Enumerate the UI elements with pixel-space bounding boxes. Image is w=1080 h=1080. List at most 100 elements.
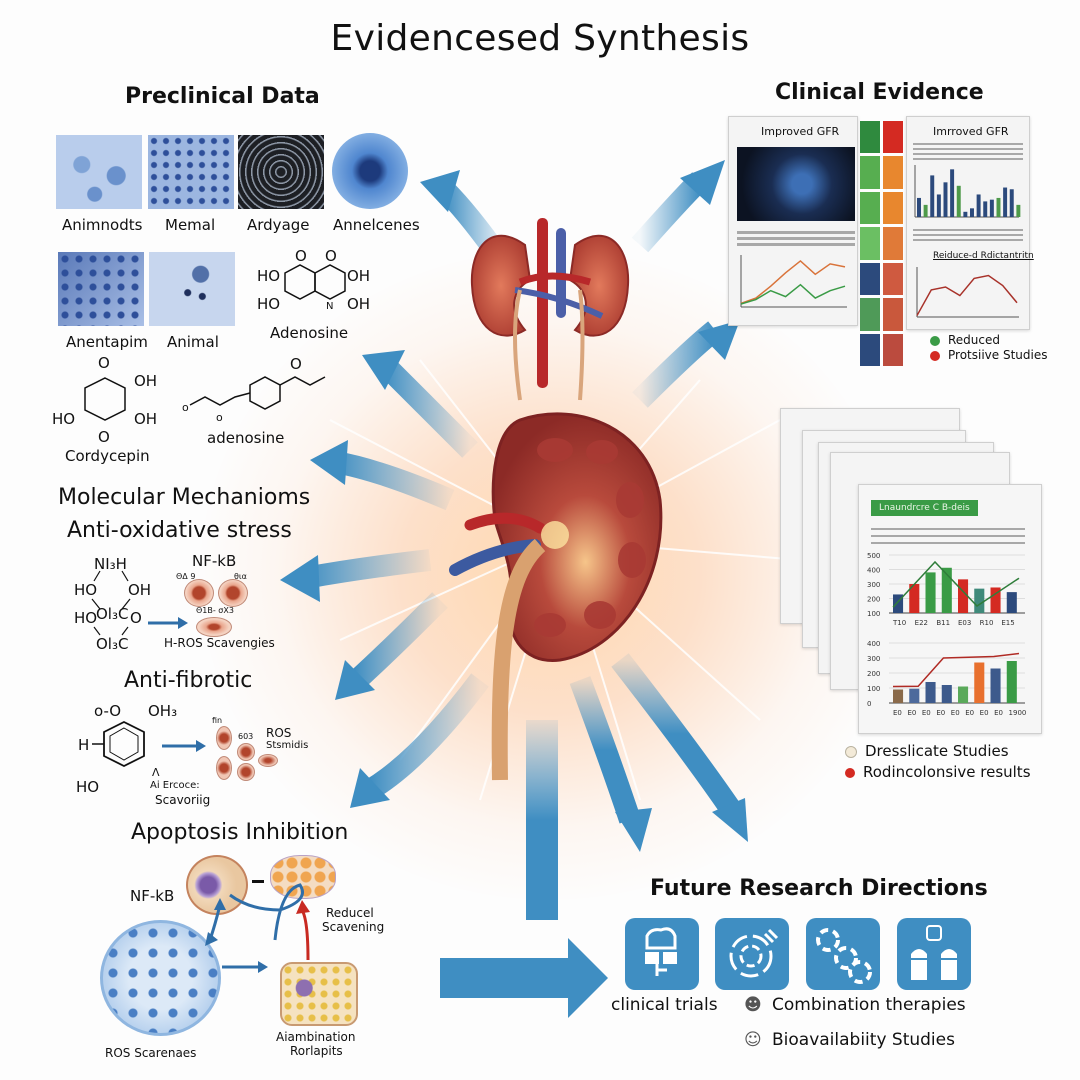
cell-icon (218, 579, 248, 607)
arrow-to-clinical-top (631, 160, 725, 253)
cell-icon (216, 726, 232, 750)
y-tick-label: 400 (867, 567, 880, 575)
molecule-label: adenosine (207, 429, 285, 447)
kidney-pair-illustration (470, 218, 630, 401)
atom: HO (52, 410, 75, 428)
bar (958, 686, 969, 703)
future-item-bioavailability-studies[interactable]: ☺Bioavailabiity Studies (744, 1030, 955, 1050)
x-tick-label: E03 (958, 619, 971, 627)
group-icon: ☻ (744, 995, 762, 1015)
future-item-clinical-trials[interactable]: clinical trials (611, 995, 718, 1015)
molecule-label: Adenosine (270, 324, 349, 342)
atom: H (78, 736, 89, 754)
atom: o (216, 411, 223, 424)
x-tick-label: E0 (922, 709, 931, 717)
cell-label: fin (212, 716, 223, 725)
nfkb-label: NF-kB (130, 887, 175, 905)
cells-micrograph-icon (56, 135, 142, 209)
cell-icon (237, 763, 255, 781)
micrograph-label: Ardyage (247, 216, 310, 234)
y-tick-label: 100 (867, 685, 880, 693)
bar (974, 588, 985, 613)
arrow-to-molecules (362, 350, 478, 458)
panel-title: Imrroved GFR (933, 125, 1009, 138)
series-line-orange (740, 259, 846, 304)
adenosine-chain-structure: O o o (182, 355, 326, 424)
atom: o-O (94, 702, 121, 720)
atom: HO (74, 609, 97, 627)
cycle-target-icon[interactable] (715, 918, 789, 990)
ros-label: ROS (266, 726, 292, 740)
dash (252, 880, 264, 883)
bar (925, 682, 936, 703)
bar (909, 688, 920, 703)
x-tick-label: E0 (936, 709, 945, 717)
bar (990, 587, 1001, 613)
status-segment (883, 298, 903, 331)
combination-caption: Aiambination (276, 1030, 356, 1044)
status-segment (883, 227, 903, 260)
atom: OH (134, 372, 157, 390)
neuron-micrograph-icon (149, 252, 235, 326)
page-title: Evidencesed Synthesis (330, 18, 750, 59)
trend-line (892, 560, 1020, 608)
status-column-green (860, 120, 880, 368)
brain-puzzle-icon[interactable] (625, 918, 699, 990)
bar (1003, 187, 1008, 217)
bar-chart-gfr (914, 165, 1021, 218)
atom: Λ (152, 766, 160, 779)
bar (893, 594, 904, 613)
status-segment (883, 156, 903, 189)
arrow-down-to-future (440, 720, 608, 1018)
y-tick-label: 500 (867, 552, 880, 560)
arrow-to-anti-fibrotic (335, 592, 448, 700)
bar (909, 584, 920, 613)
atom: OH (347, 295, 370, 313)
atom: HO (257, 267, 280, 285)
bar (930, 175, 935, 217)
researchers-icon[interactable] (897, 918, 971, 990)
atom: OH (347, 267, 370, 285)
status-column-red (883, 120, 903, 368)
micrograph-label: Memal (165, 216, 216, 234)
status-segment (883, 191, 903, 225)
x-tick-label: R10 (980, 619, 994, 627)
bar (976, 194, 981, 217)
bar (923, 204, 928, 217)
tissue-block-illustration (280, 962, 358, 1026)
cell-label: 603 (238, 732, 254, 741)
clinical-heading: Clinical Evidence (775, 80, 984, 105)
atom: Ol₃C (96, 635, 128, 653)
series-line-green (740, 283, 846, 305)
ros-caption: ROS Scarenaes (105, 1046, 197, 1060)
atom: o (182, 401, 189, 414)
y-tick-label: 0 (867, 700, 871, 708)
tissue-micrograph-icon (148, 135, 234, 209)
atom: HO (74, 581, 97, 599)
bar (963, 211, 968, 217)
kidney-tissue-micrograph-icon (58, 252, 144, 326)
x-tick-label: E0 (994, 709, 1003, 717)
status-segment (860, 191, 880, 225)
status-segment (860, 156, 880, 189)
status-segment (860, 298, 880, 331)
atom: HO (76, 778, 99, 796)
arrow-to-anti-oxidative (280, 549, 432, 602)
future-item-combination-therapies[interactable]: ☻Combination therapies (744, 995, 966, 1015)
cell-icon (237, 743, 255, 761)
study-banner: Lnaundrcre C B-deis (871, 500, 978, 516)
arrow-to-future-left (569, 676, 652, 852)
bar (950, 169, 955, 217)
y-tick-label: 400 (867, 640, 880, 648)
linked-circles-icon[interactable] (806, 918, 880, 990)
reduced-scavenging-label: Scavening (322, 920, 385, 934)
status-segment (883, 333, 903, 366)
status-segment (860, 227, 880, 260)
panel-subtitle: Reiduce-d Rdictantritn (933, 251, 1034, 261)
adenosine-structure: O O HO OH HO OH N (257, 247, 370, 313)
mechanisms-heading: Molecular Mechanioms (58, 485, 311, 510)
bar (941, 685, 952, 703)
